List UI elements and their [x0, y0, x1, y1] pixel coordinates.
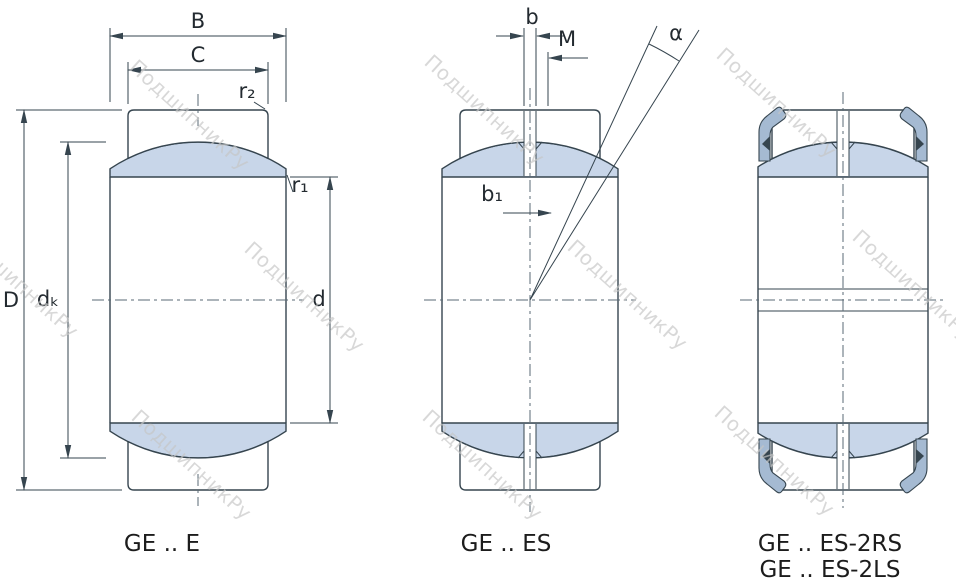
caption-ge-es-2rs: GE .. ES-2RS: [758, 531, 902, 557]
dim-b: b: [496, 5, 564, 106]
groove-edges: [523, 111, 537, 489]
leader-line: [286, 174, 294, 193]
caption-ge-es: GE .. ES: [461, 531, 552, 557]
dim-label-b: b: [525, 5, 538, 29]
watermark-text: ПодшипникРу: [240, 237, 370, 357]
dim-d: d: [290, 176, 338, 424]
leader-line: [253, 101, 266, 110]
dim-alpha: α: [529, 21, 700, 301]
caption-ge-e: GE .. E: [124, 531, 200, 557]
dim-label-M: M: [558, 27, 576, 51]
watermark-text: ПодшипникРу: [563, 235, 693, 355]
dim-label-r2: r₂: [238, 79, 255, 103]
dim-dk: dₖ: [37, 141, 106, 459]
dim-label-alpha: α: [669, 21, 683, 45]
caption-ge-es-2ls: GE .. ES-2LS: [759, 557, 900, 583]
dim-r1: r₁: [286, 173, 309, 197]
figure-ge-es: b M b₁ α GE .. ES: [424, 5, 700, 557]
dim-D: D: [3, 109, 122, 491]
angle-lines: [529, 25, 700, 301]
extension-lines: [523, 28, 537, 106]
lubrication-groove-bottom: [837, 424, 849, 489]
watermark-text: ПодшипникРу: [848, 225, 956, 345]
dim-B: B: [109, 9, 287, 102]
groove-edges: [836, 111, 850, 489]
groove-chamfers: [830, 141, 856, 459]
dim-label-C: C: [191, 43, 206, 67]
dim-label-r1: r₁: [291, 173, 308, 197]
extension-lines: [16, 109, 122, 491]
angle-arc: [648, 43, 680, 62]
dim-r2: r₂: [238, 79, 266, 110]
outer-ring-top: [127, 109, 269, 160]
dim-label-d: d: [312, 287, 325, 311]
figure-ge-e: B C r₂ r₁ D dₖ: [3, 9, 338, 557]
dim-label-D: D: [3, 288, 19, 312]
extension-lines: [109, 28, 287, 102]
watermark-text: ПодшипникРу: [0, 223, 84, 343]
groove-chamfers: [517, 141, 543, 459]
dim-label-dk: dₖ: [37, 287, 59, 311]
outer-ring-bottom: [127, 440, 269, 491]
dim-label-b1: b₁: [481, 182, 503, 206]
dim-C: C: [127, 43, 269, 104]
dim-label-B: B: [191, 9, 205, 33]
figure-ge-es-2rs: GE .. ES-2RS GE .. ES-2LS: [740, 92, 946, 583]
dim-M: M: [547, 27, 588, 106]
dim-b1: b₁: [481, 182, 552, 217]
